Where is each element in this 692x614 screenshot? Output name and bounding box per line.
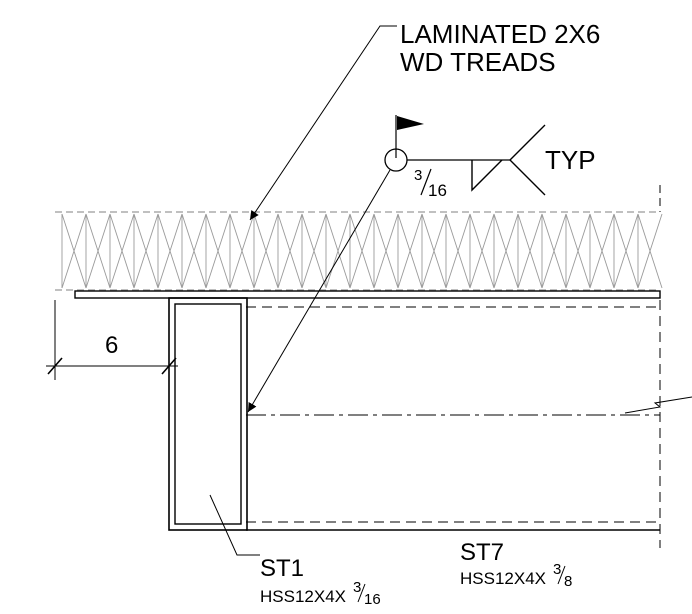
st1-size: HSS12X4X <box>260 587 346 606</box>
st1-member <box>168 297 248 531</box>
st1-size-den: 16 <box>364 591 381 608</box>
weld-arrow-line <box>247 169 391 413</box>
dimension-value: 6 <box>105 332 118 359</box>
dimension-6: 6 <box>46 300 178 380</box>
treads-callout: LAMINATED 2X6 WD TREADS <box>249 19 600 221</box>
weld-note: TYP <box>545 145 596 175</box>
st7-label: ST7 HSS12X4X 3 8 <box>460 539 572 590</box>
weld-size-denominator: 16 <box>428 181 447 200</box>
st7-size-num: 3 <box>553 561 561 578</box>
weld-size-numerator: 3 <box>414 167 422 184</box>
field-weld-flag-icon <box>397 116 424 130</box>
break-line <box>624 396 692 414</box>
fillet-weld-icon <box>471 159 503 192</box>
st7-size: HSS12X4X <box>460 569 546 588</box>
weld-symbol: 3 16 TYP <box>247 115 596 413</box>
st7-size-den: 8 <box>564 573 572 590</box>
st1-size-slash <box>357 583 366 603</box>
st7-member <box>246 300 692 548</box>
wood-grain-hatch <box>61 213 663 289</box>
st1-label: ST1 HSS12X4X 3 16 <box>209 494 381 608</box>
st7-size-slash <box>557 565 566 585</box>
st1-size-num: 3 <box>353 579 361 596</box>
steel-plate <box>74 290 661 299</box>
st1-mark: ST1 <box>260 555 304 582</box>
treads-callout-line1: LAMINATED 2X6 <box>400 19 600 49</box>
st7-mark: ST7 <box>460 539 504 566</box>
wood-tread-band <box>55 185 663 291</box>
treads-callout-line2: WD TREADS <box>400 47 556 77</box>
weld-size-slash <box>420 168 432 196</box>
weld-tail-icon <box>509 124 546 196</box>
